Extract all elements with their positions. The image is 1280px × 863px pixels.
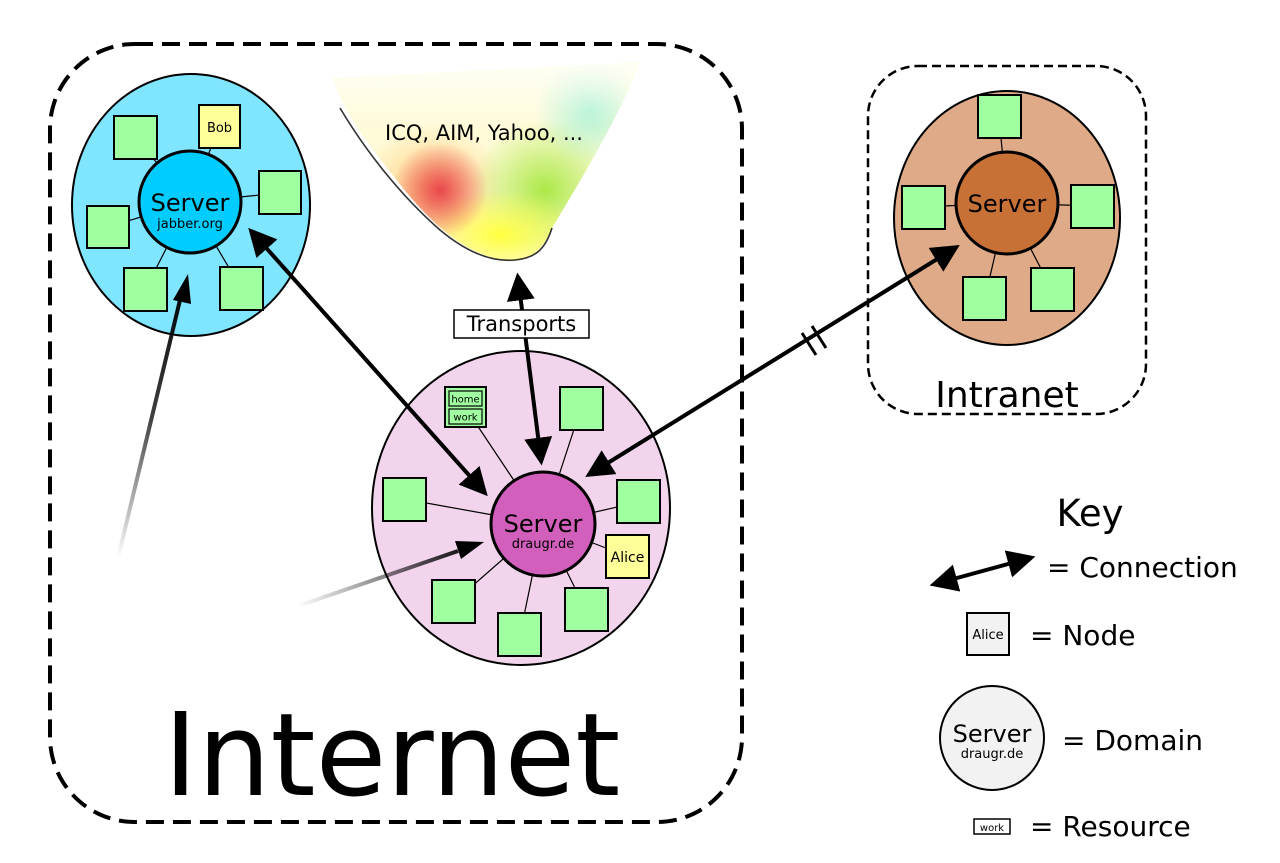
draugr-node[interactable] [382,477,427,522]
incoming-connection-draugr-arrowhead [455,541,484,559]
key-domain-label: = Domain [1062,724,1203,757]
key-domain-symbol [939,685,1045,791]
draugr-node[interactable] [497,612,542,657]
key-domain-sample-subtitle: draugr.de [961,747,1024,762]
draugr-node-alice-label: Alice [611,550,645,566]
jabber-node[interactable] [113,115,158,160]
intranet-node[interactable] [1070,184,1115,229]
intranet-region [866,64,1148,416]
draugr-node[interactable] [431,579,476,624]
jabber-server-subtitle: jabber.org [156,217,223,232]
connection-draugr-transports [506,272,553,466]
jabber-node[interactable] [123,267,168,312]
jabber-node-bob[interactable] [198,104,241,149]
draugr-server-subtitle: draugr.de [512,537,575,552]
jabber-server-title: Server [151,189,230,217]
incoming-connection-jabber [116,299,182,559]
connection-jabber-draugr [248,227,488,497]
resource-work-label: work [453,413,477,424]
key-connection-label: = Connection [1047,551,1238,584]
intranet-node[interactable] [962,276,1007,321]
intranet-node[interactable] [977,94,1022,139]
draugr-node[interactable] [559,386,604,431]
key-node-sample-label: Alice [972,628,1003,643]
draugr-server-title: Server [504,510,583,538]
draugr-node[interactable] [564,587,609,632]
key-node-label: = Node [1030,619,1135,652]
draugr-node-alice[interactable] [605,534,650,579]
jabber-node[interactable] [86,205,130,249]
firewall-break-marker [800,325,828,356]
intranet-label: Intranet [935,375,1079,416]
jabber-node[interactable] [258,170,302,215]
draugr-node[interactable] [616,479,661,524]
resource-home-label: home [451,395,479,406]
key-domain-sample-title: Server [953,720,1032,748]
internet-label: Internet [164,689,621,823]
transports-label: Transports [466,312,576,336]
incoming-connection-draugr [297,549,459,608]
transports-label-box [453,309,590,339]
key-resource-sample-label: work [980,823,1004,834]
intranet-node[interactable] [1030,267,1075,312]
jabber-node-bob-label: Bob [207,121,232,136]
incoming-connection-jabber-arrowhead [173,274,191,304]
key-resource-symbol [973,818,1011,835]
jabber-node[interactable] [219,266,264,311]
key-title: Key [1056,492,1123,535]
key-resource-label: = Resource [1030,810,1191,843]
jabber-server[interactable] [137,149,243,255]
intranet-server-title: Server [968,190,1047,218]
transports-cloud-label: ICQ, AIM, Yahoo, ... [385,121,583,145]
intranet-node[interactable] [901,185,946,230]
intranet-server[interactable] [954,150,1060,256]
key-connection-symbol [929,550,1036,592]
key-node-symbol [966,612,1010,656]
connection-draugr-intranet [585,245,960,477]
transports-cloud [333,62,640,261]
draugr-server[interactable] [489,470,597,578]
